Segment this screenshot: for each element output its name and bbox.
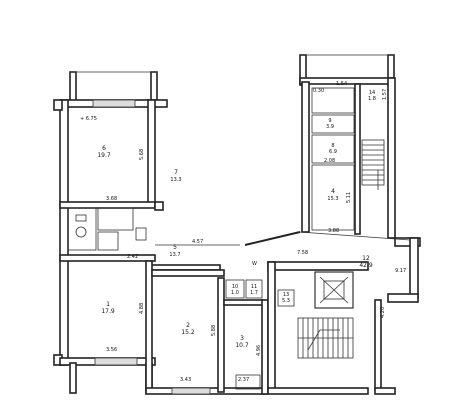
svg-text:13: 13: [283, 292, 289, 298]
svg-text:1: 1: [106, 301, 110, 308]
room-labels: 619.7 713.3 513.7 117.9 215.2 310.7 415.…: [97, 90, 376, 349]
svg-text:12: 12: [362, 255, 370, 262]
svg-text:1.0: 1.0: [231, 290, 239, 296]
room-5-label: 513.7: [169, 244, 180, 258]
svg-text:1.8: 1.8: [368, 96, 376, 102]
svg-text:9: 9: [328, 118, 331, 124]
svg-text:42.9: 42.9: [359, 262, 373, 269]
svg-text:2.37: 2.37: [238, 377, 249, 383]
svg-text:17.9: 17.9: [101, 308, 115, 315]
room-14-label: 141.8: [368, 90, 376, 102]
svg-text:9.17: 9.17: [395, 268, 406, 274]
svg-text:5: 5: [173, 244, 177, 251]
svg-text:7: 7: [174, 169, 178, 176]
svg-text:8: 8: [331, 143, 334, 149]
room-6-label: 619.7: [97, 145, 111, 159]
svg-text:3.9: 3.9: [326, 124, 334, 130]
svg-text:5.68: 5.68: [139, 149, 145, 160]
lower-stair-lift: [267, 261, 369, 395]
svg-text:3.56: 3.56: [106, 347, 117, 353]
svg-text:4.57: 4.57: [192, 239, 203, 245]
room-13-label: 135.3: [282, 292, 290, 304]
room-10-label: 101.0: [231, 284, 239, 296]
svg-text:+ 6.75: + 6.75: [80, 116, 97, 122]
svg-text:5.11: 5.11: [346, 192, 352, 203]
room-11-label: 111.7: [250, 284, 258, 296]
svg-text:4.88: 4.88: [139, 303, 145, 314]
svg-text:3.68: 3.68: [106, 196, 117, 202]
svg-text:1.57: 1.57: [382, 89, 388, 100]
svg-text:5.88: 5.88: [211, 325, 217, 336]
room-8-label: 86.9: [329, 143, 337, 155]
left-block-walls: [53, 71, 269, 395]
room-2-label: 215.2: [181, 322, 195, 336]
svg-text:7.58: 7.58: [297, 250, 308, 256]
room-9-label: 93.9: [326, 118, 334, 130]
svg-text:6: 6: [102, 145, 106, 152]
svg-text:1.54: 1.54: [336, 81, 347, 87]
svg-text:10.7: 10.7: [235, 342, 249, 349]
svg-text:0.30: 0.30: [313, 88, 324, 94]
svg-text:4.20: 4.20: [380, 307, 386, 318]
dimension-labels: 5.68 3.68 4.57 3.56 3.43 2.37 4.88 5.88 …: [106, 81, 406, 383]
svg-text:15.2: 15.2: [181, 329, 195, 336]
svg-text:4.96: 4.96: [256, 345, 262, 356]
svg-text:2: 2: [186, 322, 190, 329]
svg-text:11: 11: [251, 284, 257, 290]
svg-text:10: 10: [232, 284, 238, 290]
svg-text:3.43: 3.43: [180, 377, 191, 383]
room-3-label: 310.7: [235, 335, 249, 349]
svg-text:2.08: 2.08: [324, 158, 335, 164]
svg-text:1.7: 1.7: [250, 290, 258, 296]
room-7-label: 713.3: [170, 169, 181, 183]
svg-text:2.42: 2.42: [127, 254, 138, 260]
upper-stairs: [361, 139, 385, 190]
svg-text:4: 4: [331, 188, 335, 195]
level-mark: + 6.75 W: [80, 116, 257, 267]
svg-text:14: 14: [369, 90, 375, 96]
svg-text:5.3: 5.3: [282, 298, 290, 304]
svg-text:13.7: 13.7: [169, 252, 180, 258]
right-block-walls: [244, 54, 421, 395]
room-4-label: 415.3: [327, 188, 338, 202]
svg-text:13.3: 13.3: [170, 177, 181, 183]
svg-text:15.3: 15.3: [327, 196, 338, 202]
room-1-label: 117.9: [101, 301, 115, 315]
svg-text:3: 3: [240, 335, 244, 342]
svg-text:19.7: 19.7: [97, 152, 111, 159]
svg-text:W: W: [252, 261, 257, 267]
svg-text:6.9: 6.9: [329, 149, 337, 155]
svg-text:3.88: 3.88: [328, 228, 339, 234]
